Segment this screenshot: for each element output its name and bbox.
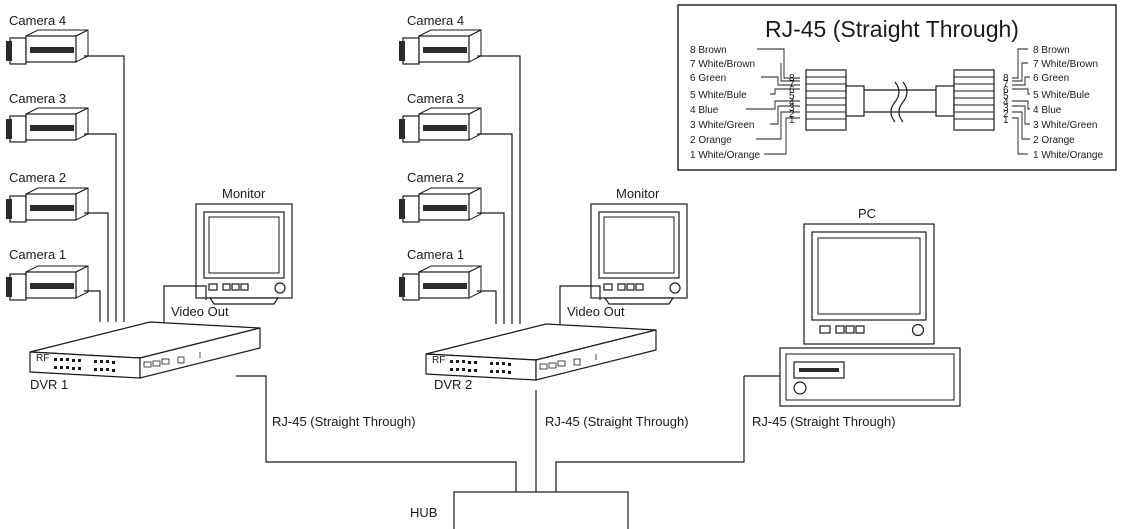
hub-device xyxy=(453,491,629,529)
wire-label: 5 White/Bule xyxy=(690,90,747,101)
camera-label: Camera 2 xyxy=(407,170,464,185)
camera-label: Camera 3 xyxy=(9,91,66,106)
rj45-connector-left xyxy=(805,69,847,131)
svg-text:7: 7 xyxy=(789,79,795,90)
left-camera-cables xyxy=(84,55,125,322)
network-cables xyxy=(236,375,780,492)
rj45-connector-right xyxy=(953,69,995,131)
wire-label: 4 Blue xyxy=(690,105,719,116)
video-out-label: Video Out xyxy=(567,304,625,319)
wire-label: 8 Brown xyxy=(690,45,727,56)
svg-text:5: 5 xyxy=(1003,91,1009,102)
video-out-label: Video Out xyxy=(171,304,229,319)
hub-label: HUB xyxy=(410,505,437,520)
pc-device xyxy=(779,223,961,407)
pc-label: PC xyxy=(858,206,876,221)
wire-label: 6 Green xyxy=(690,73,726,84)
svg-text:2: 2 xyxy=(1003,109,1009,120)
camera-label: Camera 2 xyxy=(9,170,66,185)
wire-label: 1 White/Orange xyxy=(690,150,760,161)
camera-label: Camera 4 xyxy=(9,13,66,28)
rj45-pinout-inset: RJ-45 (Straight Through) 8 Brown 7 White… xyxy=(677,4,1117,171)
rj45-title: RJ-45 (Straight Through) xyxy=(765,16,1019,42)
svg-text:5: 5 xyxy=(789,91,795,102)
svg-text:4: 4 xyxy=(789,97,795,108)
dvr1-device xyxy=(29,321,261,379)
wire-label: 6 Green xyxy=(1033,73,1069,84)
monitor-label: Monitor xyxy=(616,186,660,201)
svg-text:7: 7 xyxy=(1003,79,1009,90)
svg-text:8: 8 xyxy=(789,73,795,84)
left-monitor xyxy=(195,203,293,305)
wire-label: 5 White/Bule xyxy=(1033,90,1090,101)
svg-text:6: 6 xyxy=(789,85,795,96)
camera-label: Camera 1 xyxy=(407,247,464,262)
dvr2-device xyxy=(425,323,657,381)
wire-label: 7 White/Brown xyxy=(690,59,755,70)
wire-label: 4 Blue xyxy=(1033,105,1062,116)
monitor-label: Monitor xyxy=(222,186,266,201)
wire-label: 2 Orange xyxy=(1033,135,1075,146)
wire-label: 3 White/Green xyxy=(1033,120,1097,131)
wire-label: 3 White/Green xyxy=(690,120,754,131)
svg-text:1: 1 xyxy=(789,115,795,126)
dvr1-label: DVR 1 xyxy=(30,377,68,392)
camera-label: Camera 4 xyxy=(407,13,464,28)
svg-text:3: 3 xyxy=(1003,103,1009,114)
right-monitor xyxy=(590,203,688,305)
wire-label: 7 White/Brown xyxy=(1033,59,1098,70)
cable-label: RJ-45 (Straight Through) xyxy=(752,414,896,429)
svg-text:1: 1 xyxy=(1003,115,1009,126)
wire-label: 2 Orange xyxy=(690,135,732,146)
cable-label: RJ-45 (Straight Through) xyxy=(545,414,689,429)
right-camera-cables xyxy=(477,55,521,324)
wire-label: 1 White/Orange xyxy=(1033,150,1103,161)
camera-label: Camera 3 xyxy=(407,91,464,106)
camera-label: Camera 1 xyxy=(9,247,66,262)
svg-text:2: 2 xyxy=(789,109,795,120)
cable-label: RJ-45 (Straight Through) xyxy=(272,414,416,429)
svg-text:6: 6 xyxy=(1003,85,1009,96)
svg-text:8: 8 xyxy=(1003,73,1009,84)
svg-text:4: 4 xyxy=(1003,97,1009,108)
left-video-cable xyxy=(163,285,207,325)
dvr2-label: DVR 2 xyxy=(434,377,472,392)
wire-label: 8 Brown xyxy=(1033,45,1070,56)
svg-text:3: 3 xyxy=(789,103,795,114)
right-video-cable xyxy=(559,285,601,325)
